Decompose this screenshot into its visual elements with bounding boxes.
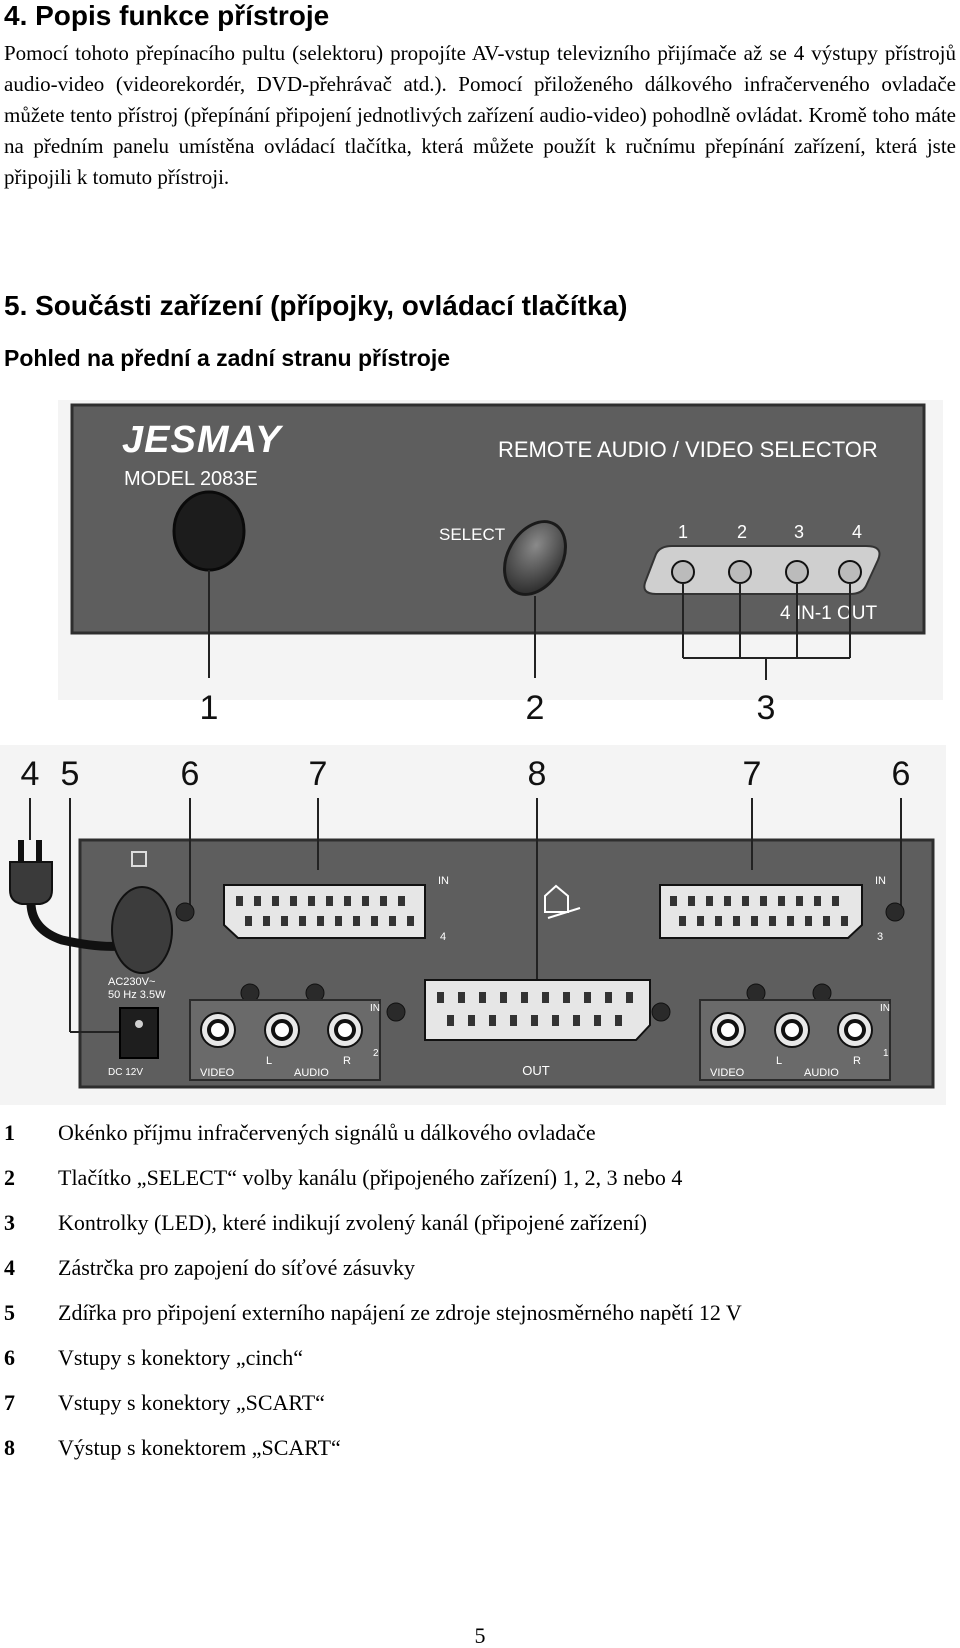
cinch-left-number: 2 xyxy=(373,1048,379,1059)
scart-left-number: 4 xyxy=(440,931,446,943)
legend-text: Výstup s konektorem „SCART“ xyxy=(58,1435,341,1460)
double-insulation-icon xyxy=(131,851,147,867)
cinch-left-audio-label: AUDIO xyxy=(294,1067,329,1079)
callout-2: 2 xyxy=(526,689,545,727)
scart-left-in-label: IN xyxy=(438,875,449,887)
ir-window-icon xyxy=(172,490,246,572)
scart-pins-right xyxy=(670,896,848,926)
brand-logo: JESMAY xyxy=(122,419,284,461)
screw-icon xyxy=(885,902,905,922)
scart-out xyxy=(424,979,651,1041)
scart-in-4 xyxy=(223,884,426,939)
scart-in-3 xyxy=(659,884,863,939)
cinch-left-l-label: L xyxy=(266,1055,272,1067)
led-caption: 4 IN-1 OUT xyxy=(780,603,878,624)
screws xyxy=(175,902,905,1022)
cinch-right-l-label: L xyxy=(776,1055,782,1067)
cinch-right-r-label: R xyxy=(853,1055,861,1067)
legend-number: 8 xyxy=(4,1435,15,1460)
led-number-3: 3 xyxy=(794,522,804,542)
scart-right-in-label: IN xyxy=(875,875,886,887)
legend-text: Vstupy s konektory „SCART“ xyxy=(58,1390,325,1415)
callout-4: 4 xyxy=(21,755,40,793)
front-callout-lines xyxy=(208,570,851,680)
model-label: MODEL 2083E xyxy=(124,468,258,490)
legend-text: Zástrčka pro zapojení do síťové zásuvky xyxy=(58,1255,416,1280)
callout-7-right: 7 xyxy=(743,755,762,793)
rear-callout-lines xyxy=(29,798,902,1033)
legend-text: Vstupy s konektory „cinch“ xyxy=(58,1345,303,1370)
scart-pins-left xyxy=(236,896,414,926)
section-4-heading: 4. Popis funkce přístroje xyxy=(4,0,330,31)
led-number-2: 2 xyxy=(737,522,747,542)
cinch-in-2 xyxy=(189,999,381,1081)
section-5-heading: 5. Součásti zařízení (přípojky, ovládací… xyxy=(4,290,628,321)
select-button-icon[interactable] xyxy=(492,511,578,606)
dc-jack-icon xyxy=(119,1007,159,1059)
cinch-in-1 xyxy=(699,999,891,1081)
legend-number: 2 xyxy=(4,1165,15,1190)
screw-icon xyxy=(651,1002,671,1022)
cinch-right-video-label: VIDEO xyxy=(710,1067,745,1079)
legend-number: 6 xyxy=(4,1345,15,1370)
device-figure: JESMAY MODEL 2083E REMOTE AUDIO / VIDEO … xyxy=(0,400,946,1105)
callout-7-left: 7 xyxy=(309,755,328,793)
cinch-right-audio-label: AUDIO xyxy=(804,1067,839,1079)
power-rating-line1: AC230V~ xyxy=(108,976,155,988)
screw-icon xyxy=(175,902,195,922)
scart-right-number: 3 xyxy=(877,931,883,943)
legend-number: 4 xyxy=(4,1255,15,1280)
legend-number: 7 xyxy=(4,1390,15,1415)
front-panel-title: REMOTE AUDIO / VIDEO SELECTOR xyxy=(498,437,878,462)
dc-jack-pin xyxy=(135,1020,143,1028)
led-number-1: 1 xyxy=(678,522,688,542)
cinch-left-in-label: IN xyxy=(370,1003,380,1014)
legend-number: 3 xyxy=(4,1210,15,1235)
home-icon xyxy=(544,884,581,919)
power-plug-icon xyxy=(9,840,123,951)
led-2-icon xyxy=(728,560,752,584)
legend-number: 5 xyxy=(4,1300,15,1325)
led-3-icon xyxy=(785,560,809,584)
screw-icon xyxy=(386,1002,406,1022)
callout-8: 8 xyxy=(528,755,547,793)
cinch-right-in-label: IN xyxy=(880,1003,890,1014)
cord-grommet-icon xyxy=(111,886,173,974)
callout-5: 5 xyxy=(61,755,80,793)
scart-out-label: OUT xyxy=(522,1063,550,1078)
legend-number: 1 xyxy=(4,1120,15,1145)
legend-text: Okénko příjmu infračervených signálů u d… xyxy=(58,1120,596,1145)
legend-text: Tlačítko „SELECT“ volby kanálu (připojen… xyxy=(58,1165,683,1190)
front-panel: JESMAY MODEL 2083E REMOTE AUDIO / VIDEO … xyxy=(58,400,943,727)
cinch-right-number: 1 xyxy=(883,1048,889,1059)
rear-panel: 4 5 6 7 8 7 6 AC230V~ 50 xyxy=(0,745,946,1105)
dc-label: DC 12V xyxy=(108,1067,143,1078)
select-label: SELECT xyxy=(439,525,505,544)
power-rating-line2: 50 Hz 3.5W xyxy=(108,989,166,1001)
section-5-subheading: Pohled na přední a zadní stranu přístroj… xyxy=(4,345,451,371)
callout-3: 3 xyxy=(757,689,776,727)
callout-6-right: 6 xyxy=(892,755,911,793)
scart-pins-out xyxy=(437,992,633,1026)
led-number-4: 4 xyxy=(852,522,862,542)
led-1-icon xyxy=(671,560,695,584)
cinch-left-r-label: R xyxy=(343,1055,351,1067)
legend-text: Zdířka pro připojení externího napájení … xyxy=(58,1300,742,1325)
cinch-left-video-label: VIDEO xyxy=(200,1067,235,1079)
led-4-icon xyxy=(838,560,862,584)
callout-1: 1 xyxy=(200,689,219,727)
callout-6-left: 6 xyxy=(181,755,200,793)
page-number: 5 xyxy=(474,1623,486,1648)
legend-text: Kontrolky (LED), které indikují zvolený … xyxy=(58,1210,647,1235)
section-4-paragraph: Pomocí tohoto přepínacího pultu (selekto… xyxy=(4,41,956,189)
